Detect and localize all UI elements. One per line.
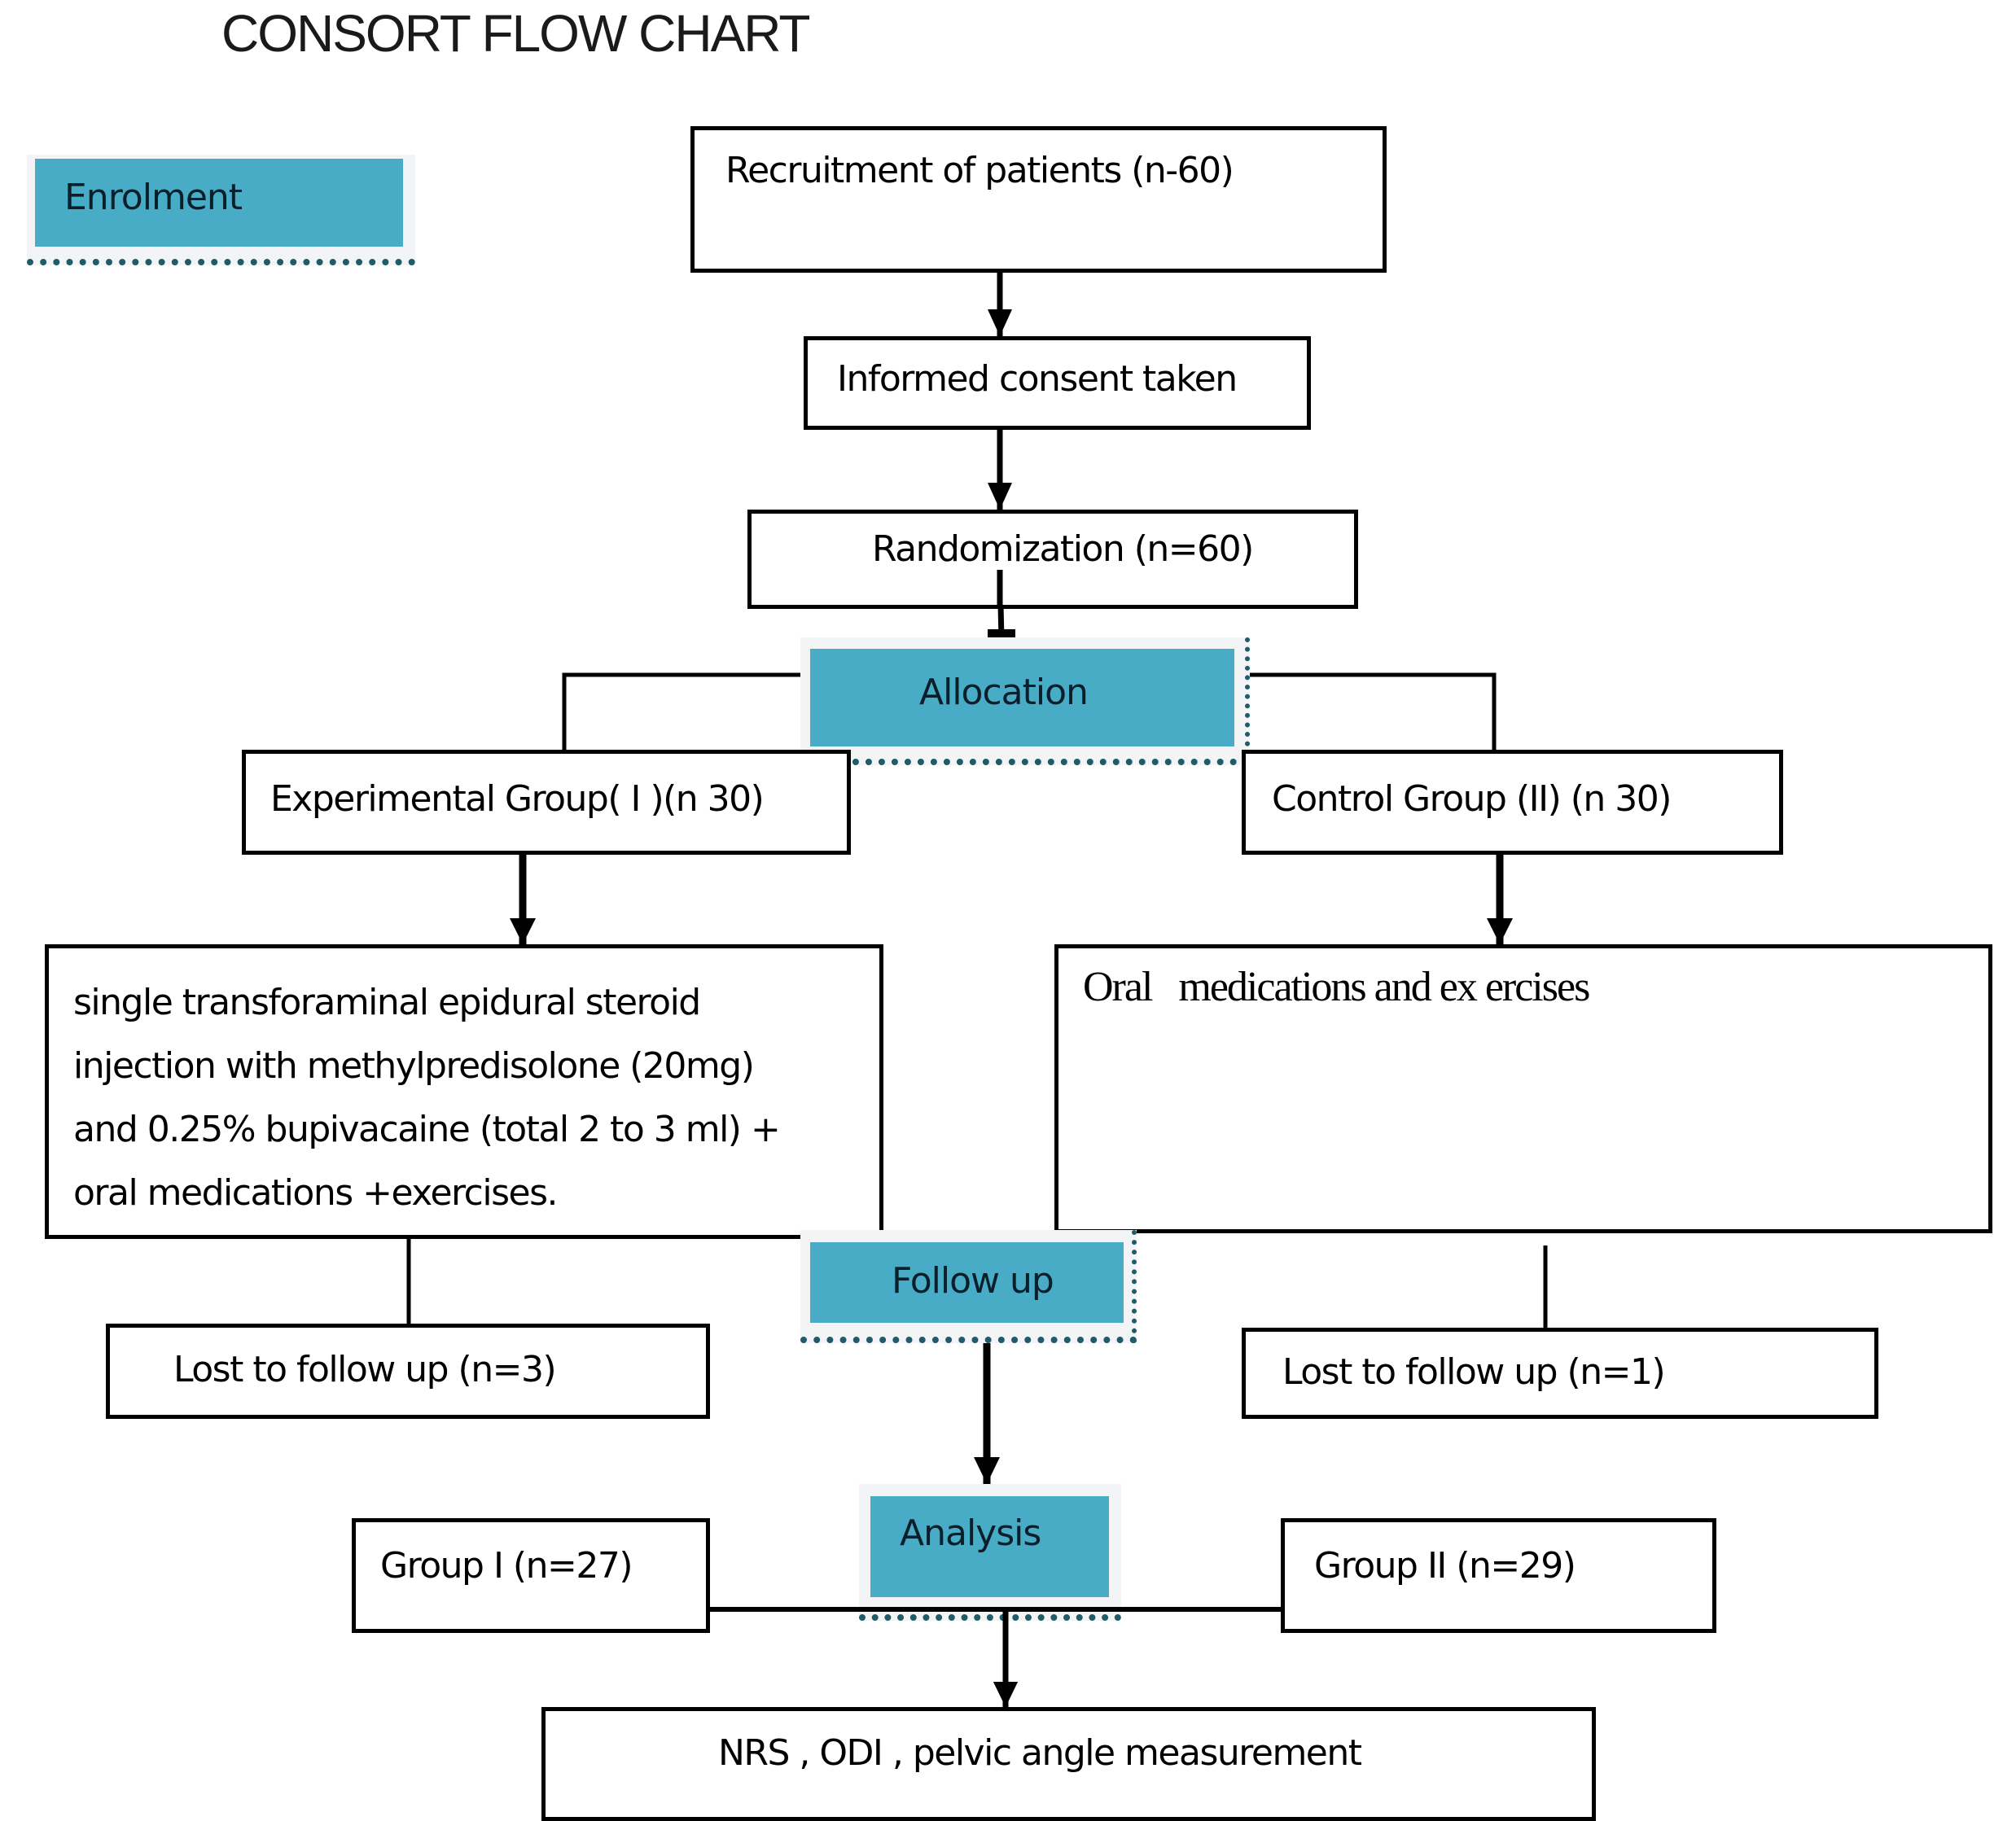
enrolment-label: Enrolment (64, 177, 243, 218)
consent-box: Informed consent taken (804, 336, 1311, 430)
analysis-group1-box: Group I (n=27) (352, 1518, 710, 1633)
outcomes-box: NRS , ODI , pelvic angle measurement (541, 1707, 1596, 1821)
recruitment-box: Recruitment of patients (n-60) (690, 126, 1387, 273)
arrowhead (988, 309, 1012, 336)
control-group-box: Control Group (II) (n 30) (1242, 750, 1783, 855)
arrowhead (1487, 918, 1513, 944)
experimental-group-text: Experimental Group( I )(n 30) (270, 778, 765, 820)
allocation-stage: Allocation (810, 649, 1234, 746)
experimental-treatment-line: and 0.25% bupivacaine (total 2 to 3 ml) … (73, 1109, 781, 1150)
randomization-text: Randomization (n=60) (872, 528, 1254, 570)
arrowhead (988, 629, 1015, 637)
analysis-group2-box: Group II (n=29) (1281, 1518, 1716, 1633)
outcomes-text: NRS , ODI , pelvic angle measurement (718, 1732, 1362, 1774)
chart-title: CONSORT FLOW CHART (221, 4, 810, 63)
arrowhead (988, 483, 1012, 510)
recruitment-text: Recruitment of patients (n-60) (725, 150, 1234, 191)
analysis-group2-text: Group II (n=29) (1314, 1545, 1576, 1587)
experimental-treatment-box: single transforaminal epidural steroid i… (45, 944, 883, 1239)
arrowhead (510, 918, 536, 944)
allocation-label: Allocation (919, 672, 1089, 713)
experimental-treatment-line: injection with methylpredisolone (20mg) (73, 1045, 755, 1087)
branch-to-experimental (562, 672, 802, 750)
control-treatment-box: Oral medications and ex ercises (1054, 944, 1992, 1233)
lost-control-text: Lost to follow up (n=1) (1282, 1351, 1666, 1393)
lost-experimental-text: Lost to follow up (n=3) (173, 1349, 557, 1390)
analysis-group1-text: Group I (n=27) (380, 1545, 633, 1587)
enrolment-stage: Enrolment (35, 159, 403, 247)
control-treatment-text: Oral medications and ex ercises (1083, 964, 1590, 1010)
analysis-label: Analysis (900, 1512, 1041, 1554)
arrowhead (993, 1682, 1018, 1707)
lost-control-box: Lost to follow up (n=1) (1242, 1328, 1878, 1419)
control-group-text: Control Group (II) (n 30) (1272, 778, 1672, 820)
arrowhead (974, 1457, 1000, 1484)
consent-text: Informed consent taken (837, 358, 1238, 400)
randomization-box: Randomization (n=60) (747, 510, 1358, 609)
experimental-treatment-line: oral medications +exercises. (73, 1172, 558, 1214)
experimental-group-box: Experimental Group( I )(n 30) (242, 750, 851, 855)
experimental-treatment-line: single transforaminal epidural steroid (73, 982, 701, 1023)
follow-up-stage: Follow up (810, 1242, 1124, 1323)
analysis-stage: Analysis (870, 1496, 1109, 1597)
follow-up-label: Follow up (892, 1260, 1054, 1302)
lost-experimental-box: Lost to follow up (n=3) (106, 1324, 710, 1419)
branch-to-control (1250, 672, 1497, 750)
